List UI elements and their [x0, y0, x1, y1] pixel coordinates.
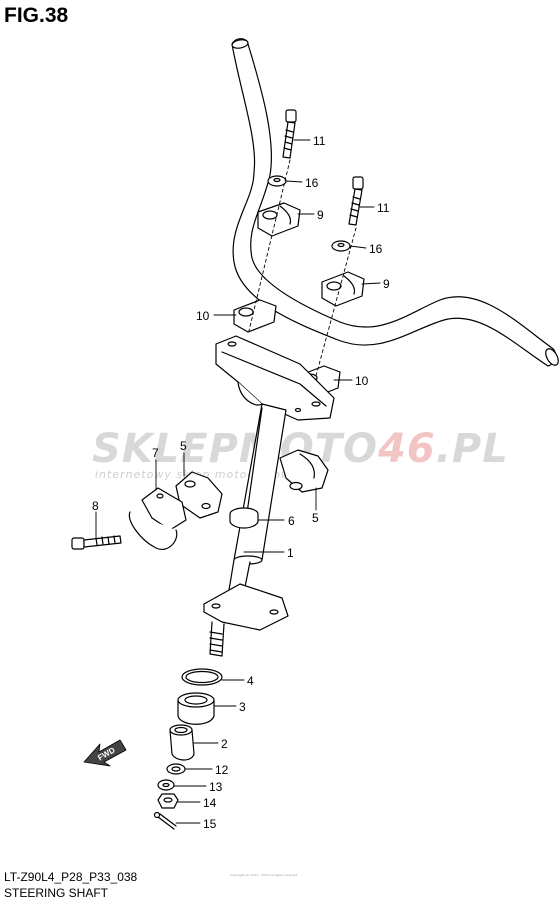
collar	[169, 724, 195, 761]
upper-clamp-left	[257, 202, 301, 237]
callout-labels: 11 16 9 11 16 9 10 10 5 7 5 8 6 1 4 3 2 …	[92, 134, 390, 831]
callout-11-lower: 11	[377, 201, 390, 215]
bearing	[177, 692, 215, 725]
callout-15: 15	[203, 817, 217, 831]
fwd-arrow-icon: FWD	[83, 739, 127, 767]
washer-left	[267, 175, 287, 187]
watermark-prefix: SKLEPMOTO	[92, 426, 378, 472]
callout-7: 7	[152, 446, 159, 460]
shaft-holder-right	[279, 449, 329, 493]
watermark-accent: 46	[377, 426, 436, 472]
callout-10-right: 10	[355, 374, 369, 388]
callout-13: 13	[209, 780, 223, 794]
handlebar-holder	[215, 335, 335, 421]
o-ring	[181, 668, 223, 686]
upper-clamp-right	[321, 271, 365, 307]
callout-6: 6	[288, 514, 295, 528]
callout-3: 3	[239, 700, 246, 714]
callout-10-left: 10	[196, 309, 210, 323]
callout-1: 1	[287, 546, 294, 560]
callout-5-right: 5	[312, 511, 319, 525]
castle-nut	[157, 793, 179, 809]
washer-12	[166, 763, 186, 775]
figure-title: FIG.38	[4, 4, 69, 27]
callout-8: 8	[92, 499, 99, 513]
handlebar	[231, 38, 559, 367]
lock-plate	[128, 487, 187, 550]
cotter-pin	[153, 811, 177, 830]
fine-print: Copyright (c) 2014 - 2015 All rights res…	[230, 873, 297, 877]
bolt-upper-left	[282, 109, 297, 159]
washer-right	[331, 240, 351, 252]
callout-12: 12	[215, 763, 229, 777]
callout-16-lower: 16	[369, 242, 383, 256]
callout-14: 14	[203, 796, 217, 810]
leader-lines	[95, 139, 381, 824]
callout-2: 2	[221, 737, 228, 751]
callout-16-upper: 16	[305, 176, 319, 190]
diagram-code: LT-Z90L4_P28_P33_038	[4, 870, 138, 884]
lower-clamp-left	[233, 299, 277, 333]
svg-text:SKLEPMOTO46.PL: SKLEPMOTO46.PL	[92, 426, 509, 472]
callout-9-lower: 9	[383, 277, 390, 291]
watermark-suffix: .PL	[436, 426, 509, 472]
bolt-upper-right	[348, 176, 364, 226]
callout-9-upper: 9	[317, 208, 324, 222]
callout-5-left: 5	[180, 439, 187, 453]
watermark: SKLEPMOTO46.PL internetowy sklep motocyk…	[92, 426, 509, 481]
callout-4: 4	[247, 674, 254, 688]
alignment-lines	[247, 159, 357, 399]
callout-11-upper: 11	[313, 134, 326, 148]
washer-13	[157, 779, 175, 791]
long-bolt	[71, 535, 122, 550]
bushing	[229, 507, 259, 529]
diagram-caption: STEERING SHAFT	[4, 886, 109, 900]
